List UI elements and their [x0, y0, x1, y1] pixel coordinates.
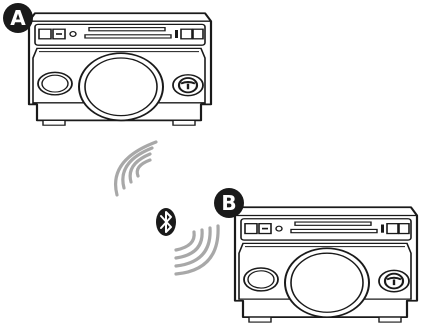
label-a-text: A [10, 6, 26, 30]
label-a-badge: A [3, 3, 33, 33]
signal-waves-lower-icon [176, 226, 218, 274]
label-b-badge: B [214, 188, 244, 218]
bluetooth-icon [156, 208, 176, 236]
speaker-b-icon [235, 207, 417, 322]
speaker-a-icon [29, 13, 211, 125]
label-b-text: B [221, 191, 236, 215]
signal-waves-upper-icon [116, 142, 156, 195]
